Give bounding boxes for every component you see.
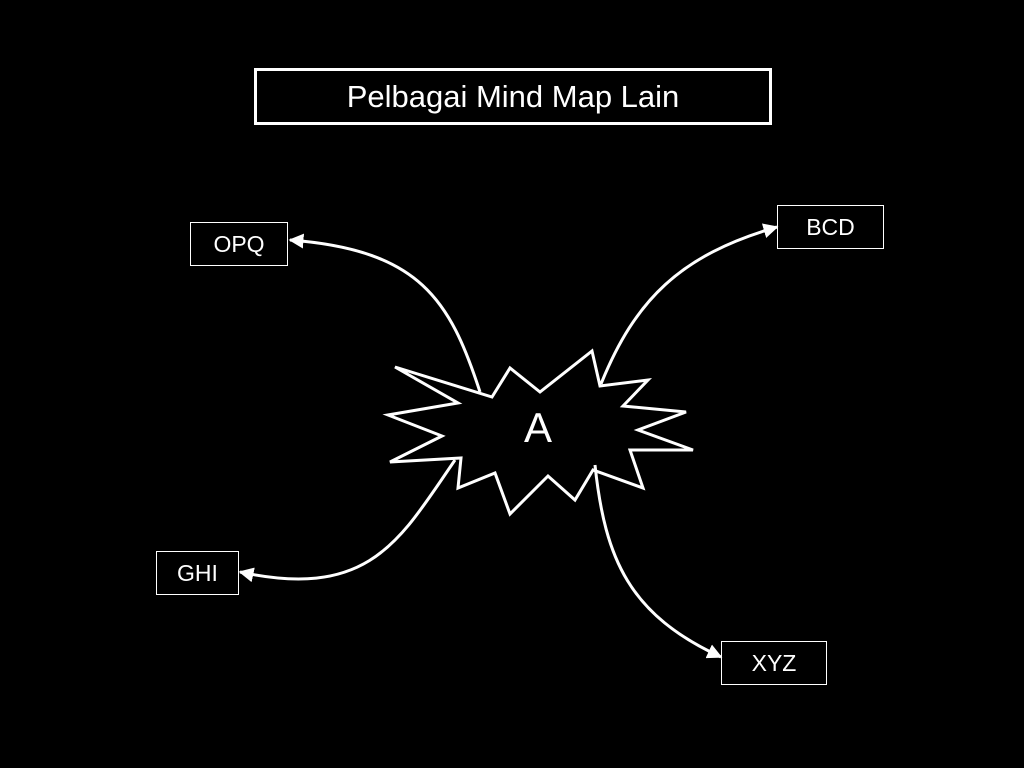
- node-ghi: GHI: [156, 551, 239, 595]
- center-starburst-shape: [382, 348, 694, 517]
- node-bcd: BCD: [777, 205, 884, 249]
- node-opq: OPQ: [190, 222, 288, 266]
- node-xyz: XYZ: [721, 641, 827, 685]
- page-title: Pelbagai Mind Map Lain: [254, 68, 772, 125]
- edge-a-to-xyz: [593, 464, 723, 659]
- center-node-label: A: [523, 404, 552, 451]
- edge-a-to-opq: [288, 233, 482, 393]
- edge-a-to-ghi: [238, 459, 457, 583]
- edge-a-to-bcd: [599, 223, 779, 385]
